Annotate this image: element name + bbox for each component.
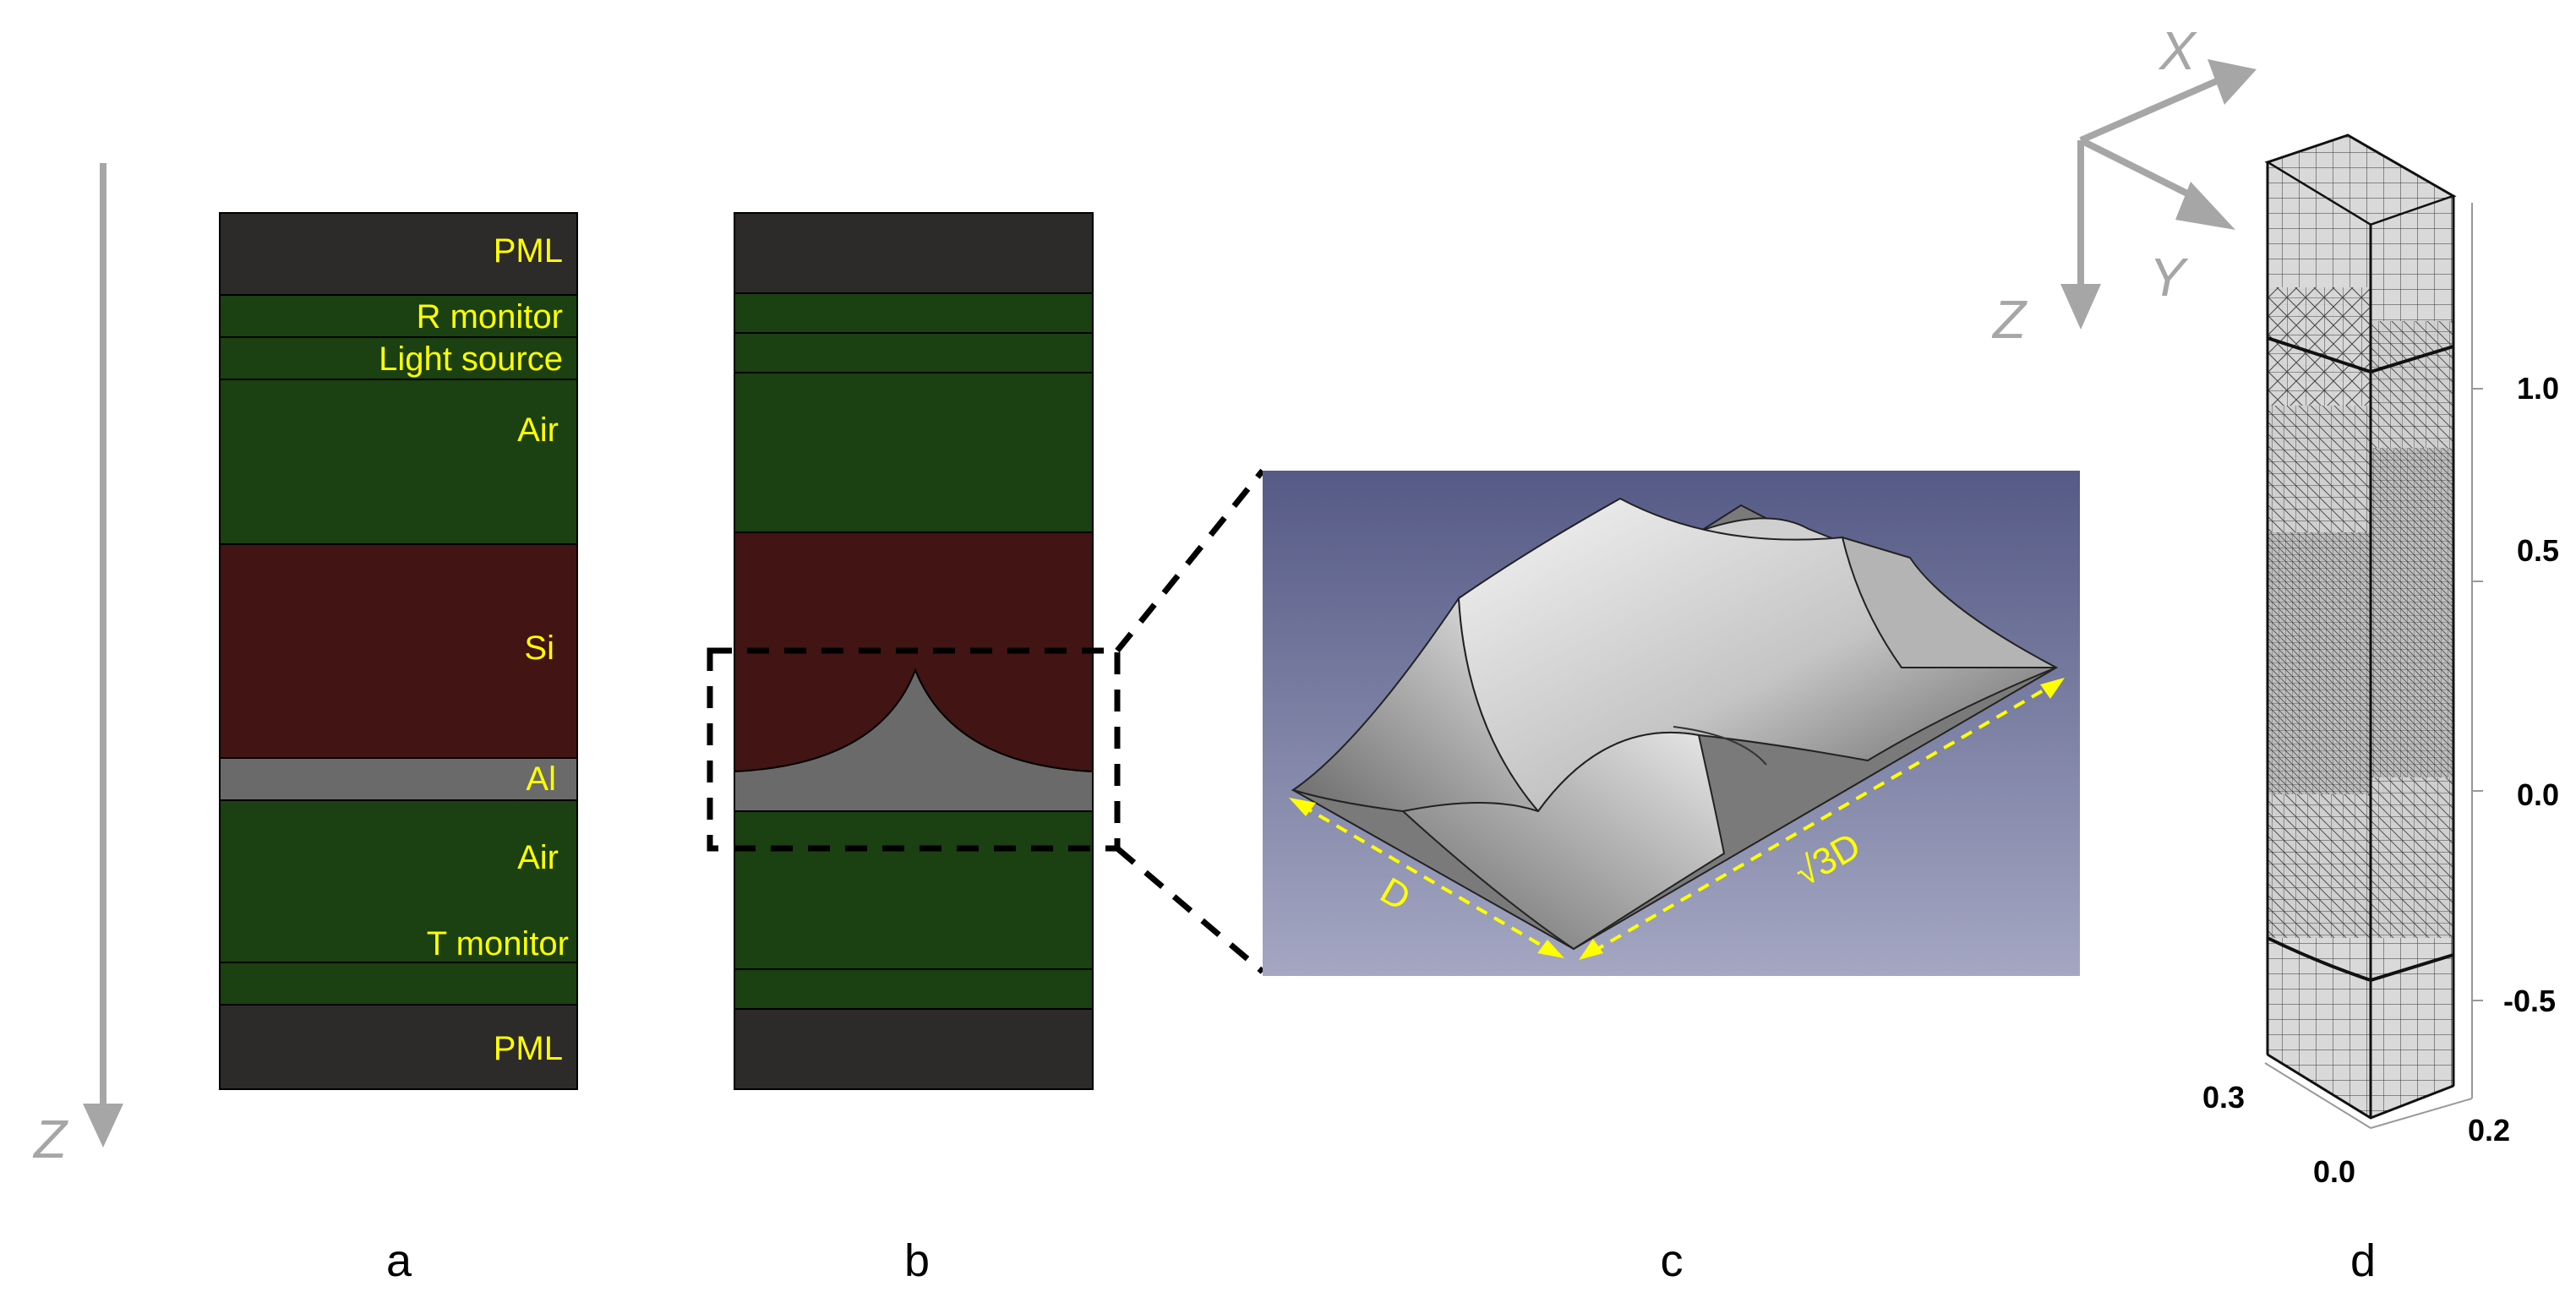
arrow-head-icon — [1579, 939, 1603, 960]
layer-label-al: Al — [526, 761, 556, 798]
arrow-z-icon — [2060, 284, 2101, 330]
panel-c-render: D √3D — [1263, 471, 2080, 976]
layer-label-t-monitor: T monitor — [427, 925, 569, 962]
layer-label-air-bottom: Air — [517, 839, 559, 876]
z-tick-label: -0.5 — [2503, 984, 2556, 1018]
arrow-head-icon — [2040, 678, 2065, 699]
layer-label-air-top: Air — [517, 412, 559, 449]
z-tick-label: 0.5 — [2517, 533, 2559, 568]
panel-a-stack: PML R monitor Light source Air Si Al Air… — [219, 212, 578, 1090]
layer-label-light-source: Light source — [379, 341, 563, 378]
triad-label-z: Z — [1991, 289, 2028, 350]
arrow-head-icon — [1289, 798, 1316, 816]
panel-label-a: a — [386, 1235, 412, 1286]
panel-b-stack — [707, 212, 1265, 1090]
left-axis-label: Z — [32, 1109, 68, 1169]
z-tick-label: 1.0 — [2517, 371, 2559, 406]
layer-label-r-monitor: R monitor — [417, 298, 563, 335]
arrow-x-icon — [2208, 59, 2257, 105]
panel-label-c: c — [1661, 1235, 1684, 1286]
arrow-head-icon — [1537, 940, 1564, 958]
triad-label-y: Y — [2149, 247, 2189, 308]
y-tick-label: 0.2 — [2468, 1113, 2510, 1148]
panel-label-b: b — [904, 1235, 930, 1286]
arrow-down-icon — [83, 1104, 123, 1148]
x-tick-label: 0.3 — [2202, 1080, 2245, 1115]
layer-label-pml-top: PML — [494, 232, 563, 270]
left-z-axis: Z — [32, 163, 123, 1169]
axis-triad: X Y Z — [1991, 20, 2257, 350]
layer-label-pml-bottom: PML — [494, 1030, 563, 1067]
zoom-box — [707, 647, 1121, 852]
triad-label-x: X — [2158, 20, 2197, 81]
layer-label-si: Si — [524, 630, 554, 667]
arrow-y-icon — [2175, 182, 2235, 230]
panel-label-d: d — [2350, 1235, 2376, 1286]
panel-d-mesh: 1.0 0.5 0.0 -0.5 0.3 0.0 0.2 — [2202, 134, 2559, 1189]
origin-tick-label: 0.0 — [2313, 1154, 2355, 1189]
z-tick-label: 0.0 — [2517, 777, 2559, 812]
